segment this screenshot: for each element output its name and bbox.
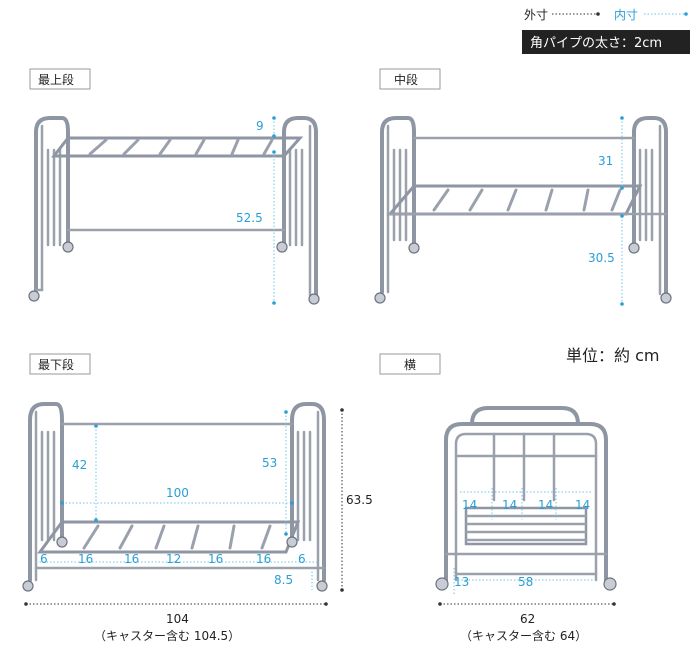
legend-outer-dot: [596, 12, 600, 16]
view-top-tier: 最上段 9 52.5: [28, 68, 320, 305]
tab-side: [379, 353, 441, 375]
side-slat-gap: 14: [502, 498, 517, 512]
side-slat-gap: 14: [538, 498, 553, 512]
top-right-end-frame: [282, 116, 318, 297]
tab-bottom-tier: [29, 353, 91, 375]
top-left-end-frame: [34, 116, 70, 292]
wheel: [660, 292, 672, 304]
mid-right-end-frame: [632, 116, 668, 296]
unit-note: 単位：約 cm: [566, 346, 659, 365]
side-top-arch: [470, 406, 580, 426]
dim-inner-left-height: 42: [72, 458, 87, 472]
slat-gap: 6: [40, 552, 48, 566]
legend: 外寸 内寸 角パイプの太さ：2cm: [522, 8, 690, 54]
tab-middle-tier: [379, 68, 441, 90]
slat-gap: 6: [298, 552, 306, 566]
slat-gap: 16: [124, 552, 139, 566]
dim-side-clearance: 13: [454, 575, 469, 589]
wheel: [62, 241, 74, 253]
wheel: [374, 292, 386, 304]
view-middle-tier: 中段 31 30.5: [374, 68, 672, 306]
bottom-tier-label: 最下段: [38, 357, 74, 372]
bottom-right-end-frame: [290, 402, 326, 582]
dim-total-depth: 62: [520, 612, 535, 626]
top-shelf: [50, 136, 304, 158]
wheel: [22, 580, 34, 592]
dim-depth-note: （キャスター含む 64）: [460, 628, 587, 643]
side-slat-gap: 14: [575, 498, 590, 512]
dim-mid-upper: 31: [598, 154, 613, 168]
dim-inner-right-height: 53: [262, 456, 277, 470]
dim-top-height: 52.5: [236, 211, 263, 225]
view-side: 横 14 14 14 14 13 58 62 （キャスター含む 64）: [379, 353, 617, 643]
wheel: [628, 242, 640, 254]
wheel: [308, 293, 320, 305]
slat-gap: 16: [78, 552, 93, 566]
wheel: [286, 536, 298, 548]
dim-top-offset: 9: [256, 119, 264, 133]
wheel: [316, 580, 328, 592]
dim-total-width: 104: [166, 612, 189, 626]
wheel: [435, 577, 449, 591]
wheel: [28, 290, 40, 302]
dim-mid-lower: 30.5: [588, 251, 615, 265]
pipe-note: 角パイプの太さ：2cm: [530, 36, 662, 51]
slat-gap: 16: [208, 552, 223, 566]
side-outer-frame: [444, 422, 608, 582]
slat-gap: 12: [166, 552, 181, 566]
bottom-shelf: [37, 520, 301, 554]
side-slat-gap: 14: [462, 498, 477, 512]
wheel: [56, 536, 68, 548]
pipe-note-box: [522, 30, 690, 54]
mid-left-end-frame: [380, 116, 416, 294]
legend-inner-dot: [684, 12, 688, 16]
dim-width-note: （キャスター含む 104.5）: [94, 628, 240, 643]
legend-outer-label: 外寸: [524, 8, 548, 22]
dim-clearance: 8.5: [274, 573, 293, 587]
dim-inner-depth: 58: [518, 575, 533, 589]
legend-inner-label: 内寸: [614, 8, 638, 22]
wheel: [408, 242, 420, 254]
tab-top-tier: [29, 68, 91, 90]
slat-gap: 16: [256, 552, 271, 566]
bottom-left-end-frame: [28, 402, 64, 582]
dim-inner-width: 100: [166, 486, 189, 500]
side-label: 横: [404, 358, 416, 372]
top-tier-label: 最上段: [38, 72, 74, 87]
side-shelf: [464, 506, 588, 546]
wheel: [276, 241, 288, 253]
dim-total-height: 63.5: [346, 493, 373, 507]
middle-tier-label: 中段: [394, 72, 418, 87]
view-bottom-tier: 最下段 42 53 100 63.5 6: [22, 353, 373, 643]
wheel: [603, 577, 617, 591]
